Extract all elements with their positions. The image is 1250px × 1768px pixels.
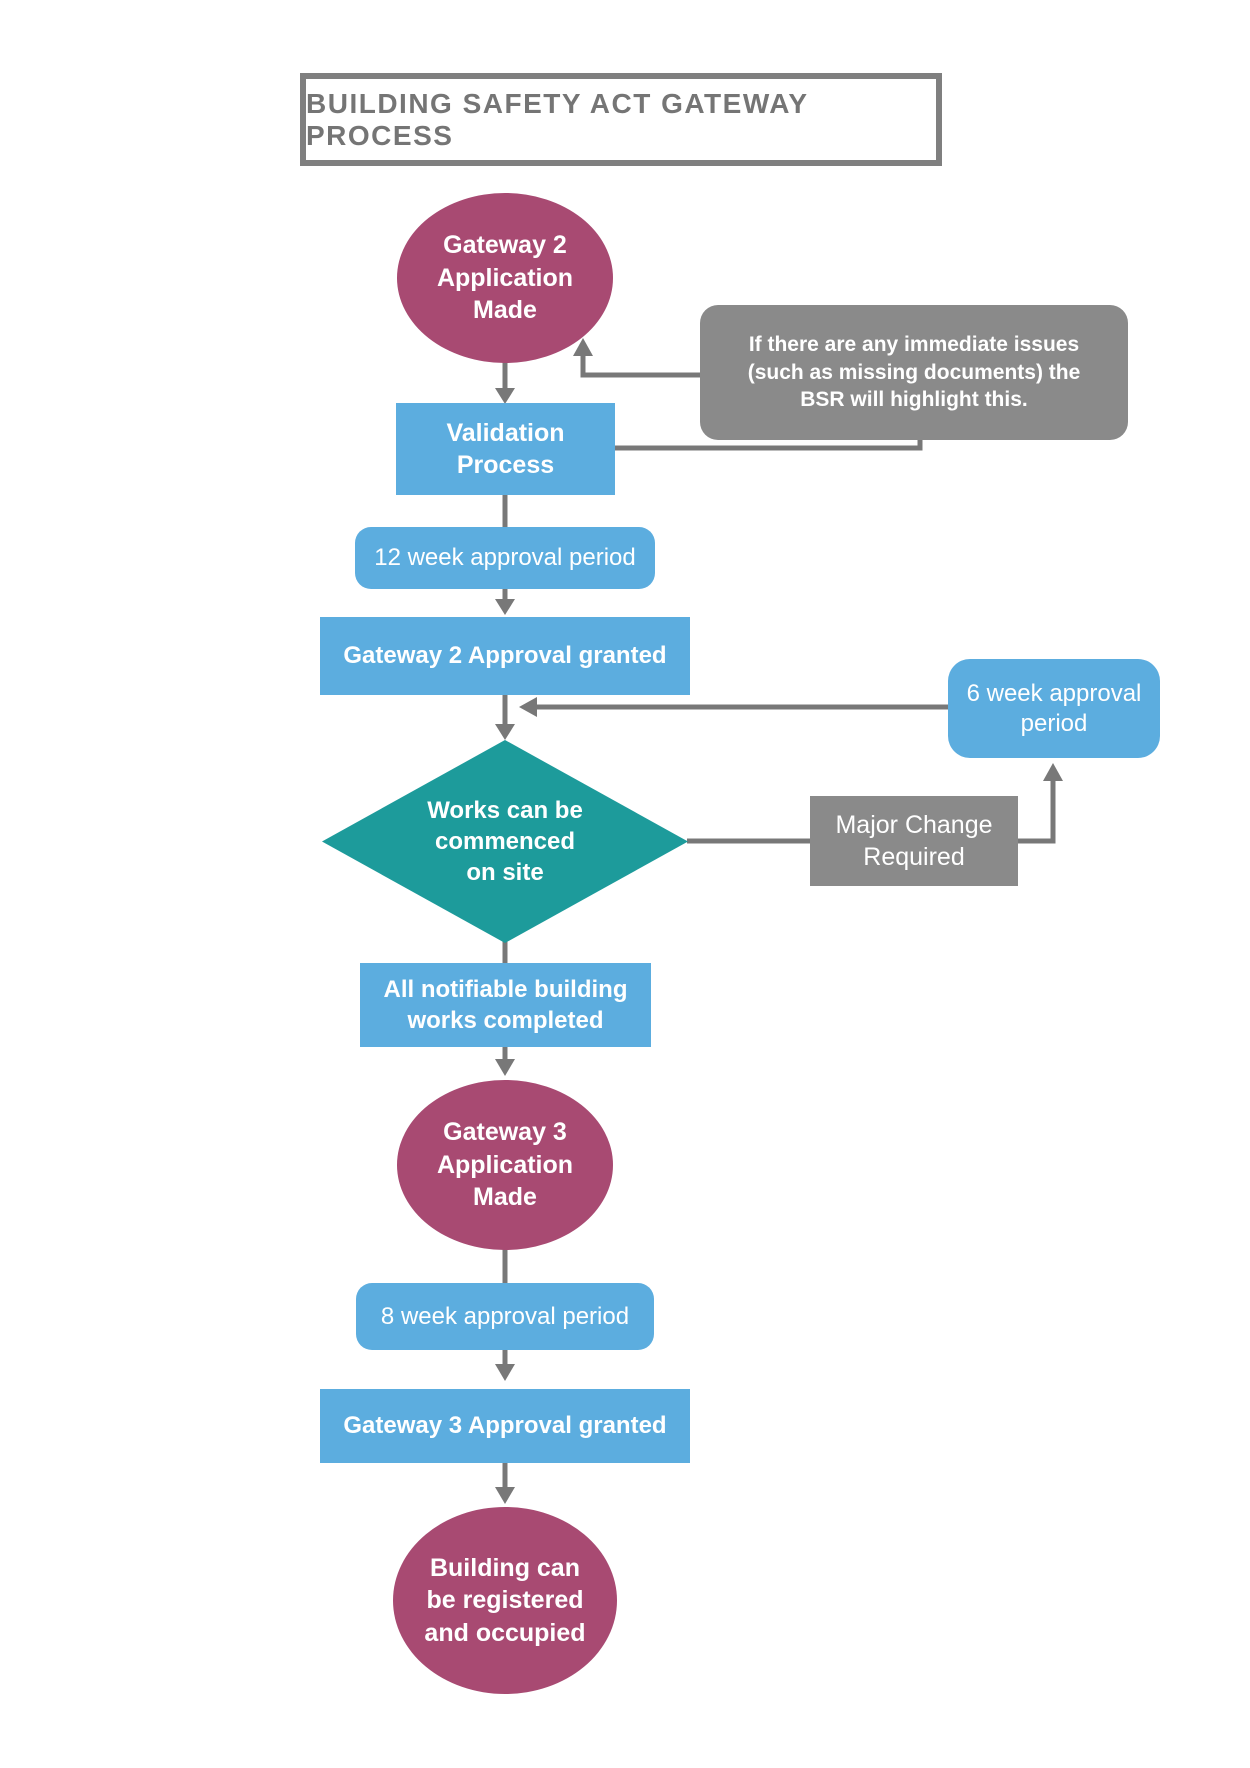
connector-majorchange-to-6week: [1017, 780, 1056, 844]
node-gateway2-approval: Gateway 2 Approval granted: [320, 617, 690, 695]
arrowhead-into-g2approval: [495, 599, 515, 615]
arrowhead-into-g3app: [495, 1059, 515, 1076]
node-12-week-period: 12 week approval period: [355, 527, 655, 589]
arrowhead-into-validation: [495, 388, 515, 404]
connector-bsrnote-to-g2app: [580, 352, 702, 378]
note-bsr-callout: If there are any immediate issues (such …: [700, 305, 1128, 440]
arrowhead-into-g3approval: [495, 1364, 515, 1381]
node-gateway2-application: Gateway 2 Application Made: [397, 193, 613, 363]
arrowhead-into-g2app: [573, 338, 593, 356]
node-gateway3-application: Gateway 3 Application Made: [397, 1080, 613, 1250]
node-works-completed: All notifiable building works completed: [360, 963, 651, 1047]
arrowhead-into-decision: [495, 724, 515, 740]
arrowhead-into-6week: [1043, 763, 1063, 781]
page-title: BUILDING SAFETY ACT GATEWAY PROCESS: [300, 73, 942, 166]
arrowhead-into-registered: [495, 1487, 515, 1504]
node-building-registered: Building can be registered and occupied: [393, 1507, 617, 1694]
node-8-week-period: 8 week approval period: [356, 1283, 654, 1350]
node-major-change: Major Change Required: [810, 796, 1018, 886]
connector-validation-to-bsrnote: [615, 436, 923, 451]
node-6-week-period: 6 week approval period: [948, 659, 1160, 758]
arrowhead-into-mainflow-left: [519, 697, 537, 717]
node-validation-process: Validation Process: [396, 403, 615, 495]
node-gateway3-approval: Gateway 3 Approval granted: [320, 1389, 690, 1463]
